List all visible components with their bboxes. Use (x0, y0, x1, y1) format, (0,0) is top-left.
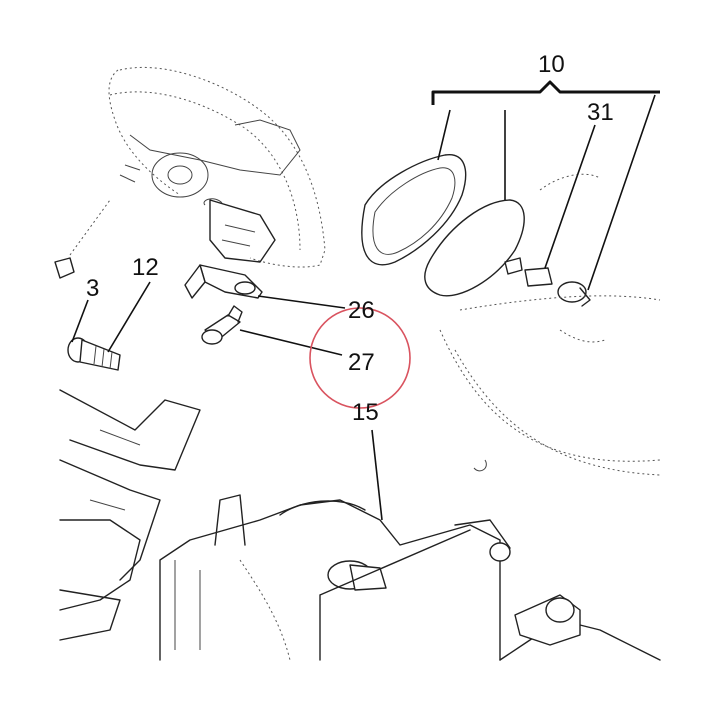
leader-27 (239, 329, 343, 356)
group-10-bracket (431, 80, 660, 105)
part-12-bolt (67, 337, 121, 371)
callout-27: 27 (348, 349, 375, 376)
callout-15: 15 (352, 399, 379, 426)
part-26-bracket (184, 264, 263, 299)
part-10-gasket-frame (361, 154, 467, 266)
leader-10-c (587, 94, 656, 291)
part-10-cover-plate (424, 199, 525, 297)
headlight-housing-right (439, 173, 661, 476)
callout-26: 26 (348, 297, 375, 324)
headlight-body-rear (108, 66, 326, 268)
part-27-screw (201, 305, 243, 345)
leader-15 (371, 429, 383, 521)
callout-12: 12 (132, 254, 159, 281)
part-31-bulb (524, 267, 591, 307)
part-15-lamp-unit (159, 494, 661, 661)
leader-26 (257, 295, 346, 309)
callout-31: 31 (587, 99, 614, 126)
leader-10-a (437, 109, 451, 161)
callout-10: 10 (538, 51, 565, 78)
leader-31 (544, 124, 596, 269)
part-3-clip (54, 199, 111, 279)
leader-12 (107, 281, 151, 353)
highlight-circle (309, 307, 411, 409)
callout-3: 3 (86, 275, 99, 302)
bumper-structure (59, 389, 201, 641)
leader-3 (71, 299, 89, 343)
